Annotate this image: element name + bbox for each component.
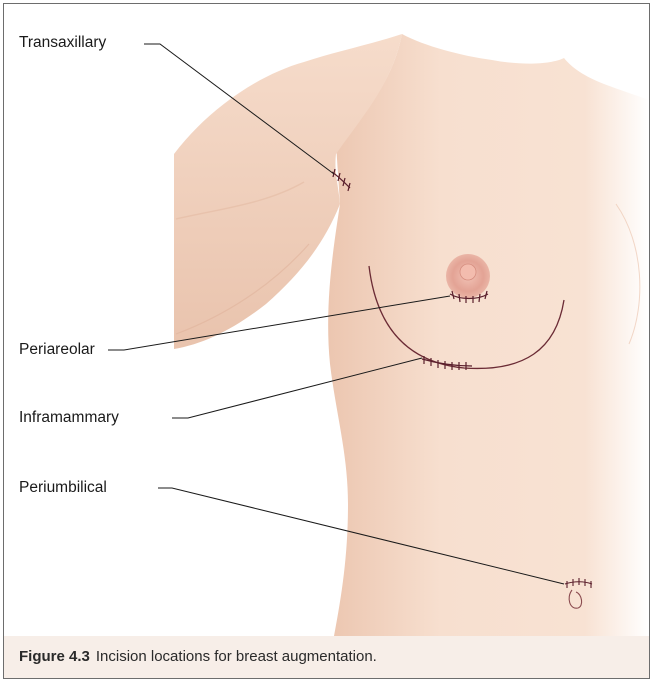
periumbilical-label: Periumbilical: [19, 479, 107, 497]
nipple: [460, 264, 476, 280]
torso-illustration: [4, 4, 649, 678]
inframammary-label: Inframammary: [19, 409, 119, 427]
caption-text: Incision locations for breast augmentati…: [96, 648, 377, 665]
transaxillary-label: Transaxillary: [19, 34, 106, 52]
periareolar-label: Periareolar: [19, 341, 95, 359]
figure-frame: Transaxillary Periareolar Inframammary P…: [3, 3, 650, 679]
figure-caption: Figure 4.3 Incision locations for breast …: [4, 636, 649, 678]
torso-shape: [328, 34, 649, 636]
figure-number: Figure 4.3: [19, 648, 90, 665]
